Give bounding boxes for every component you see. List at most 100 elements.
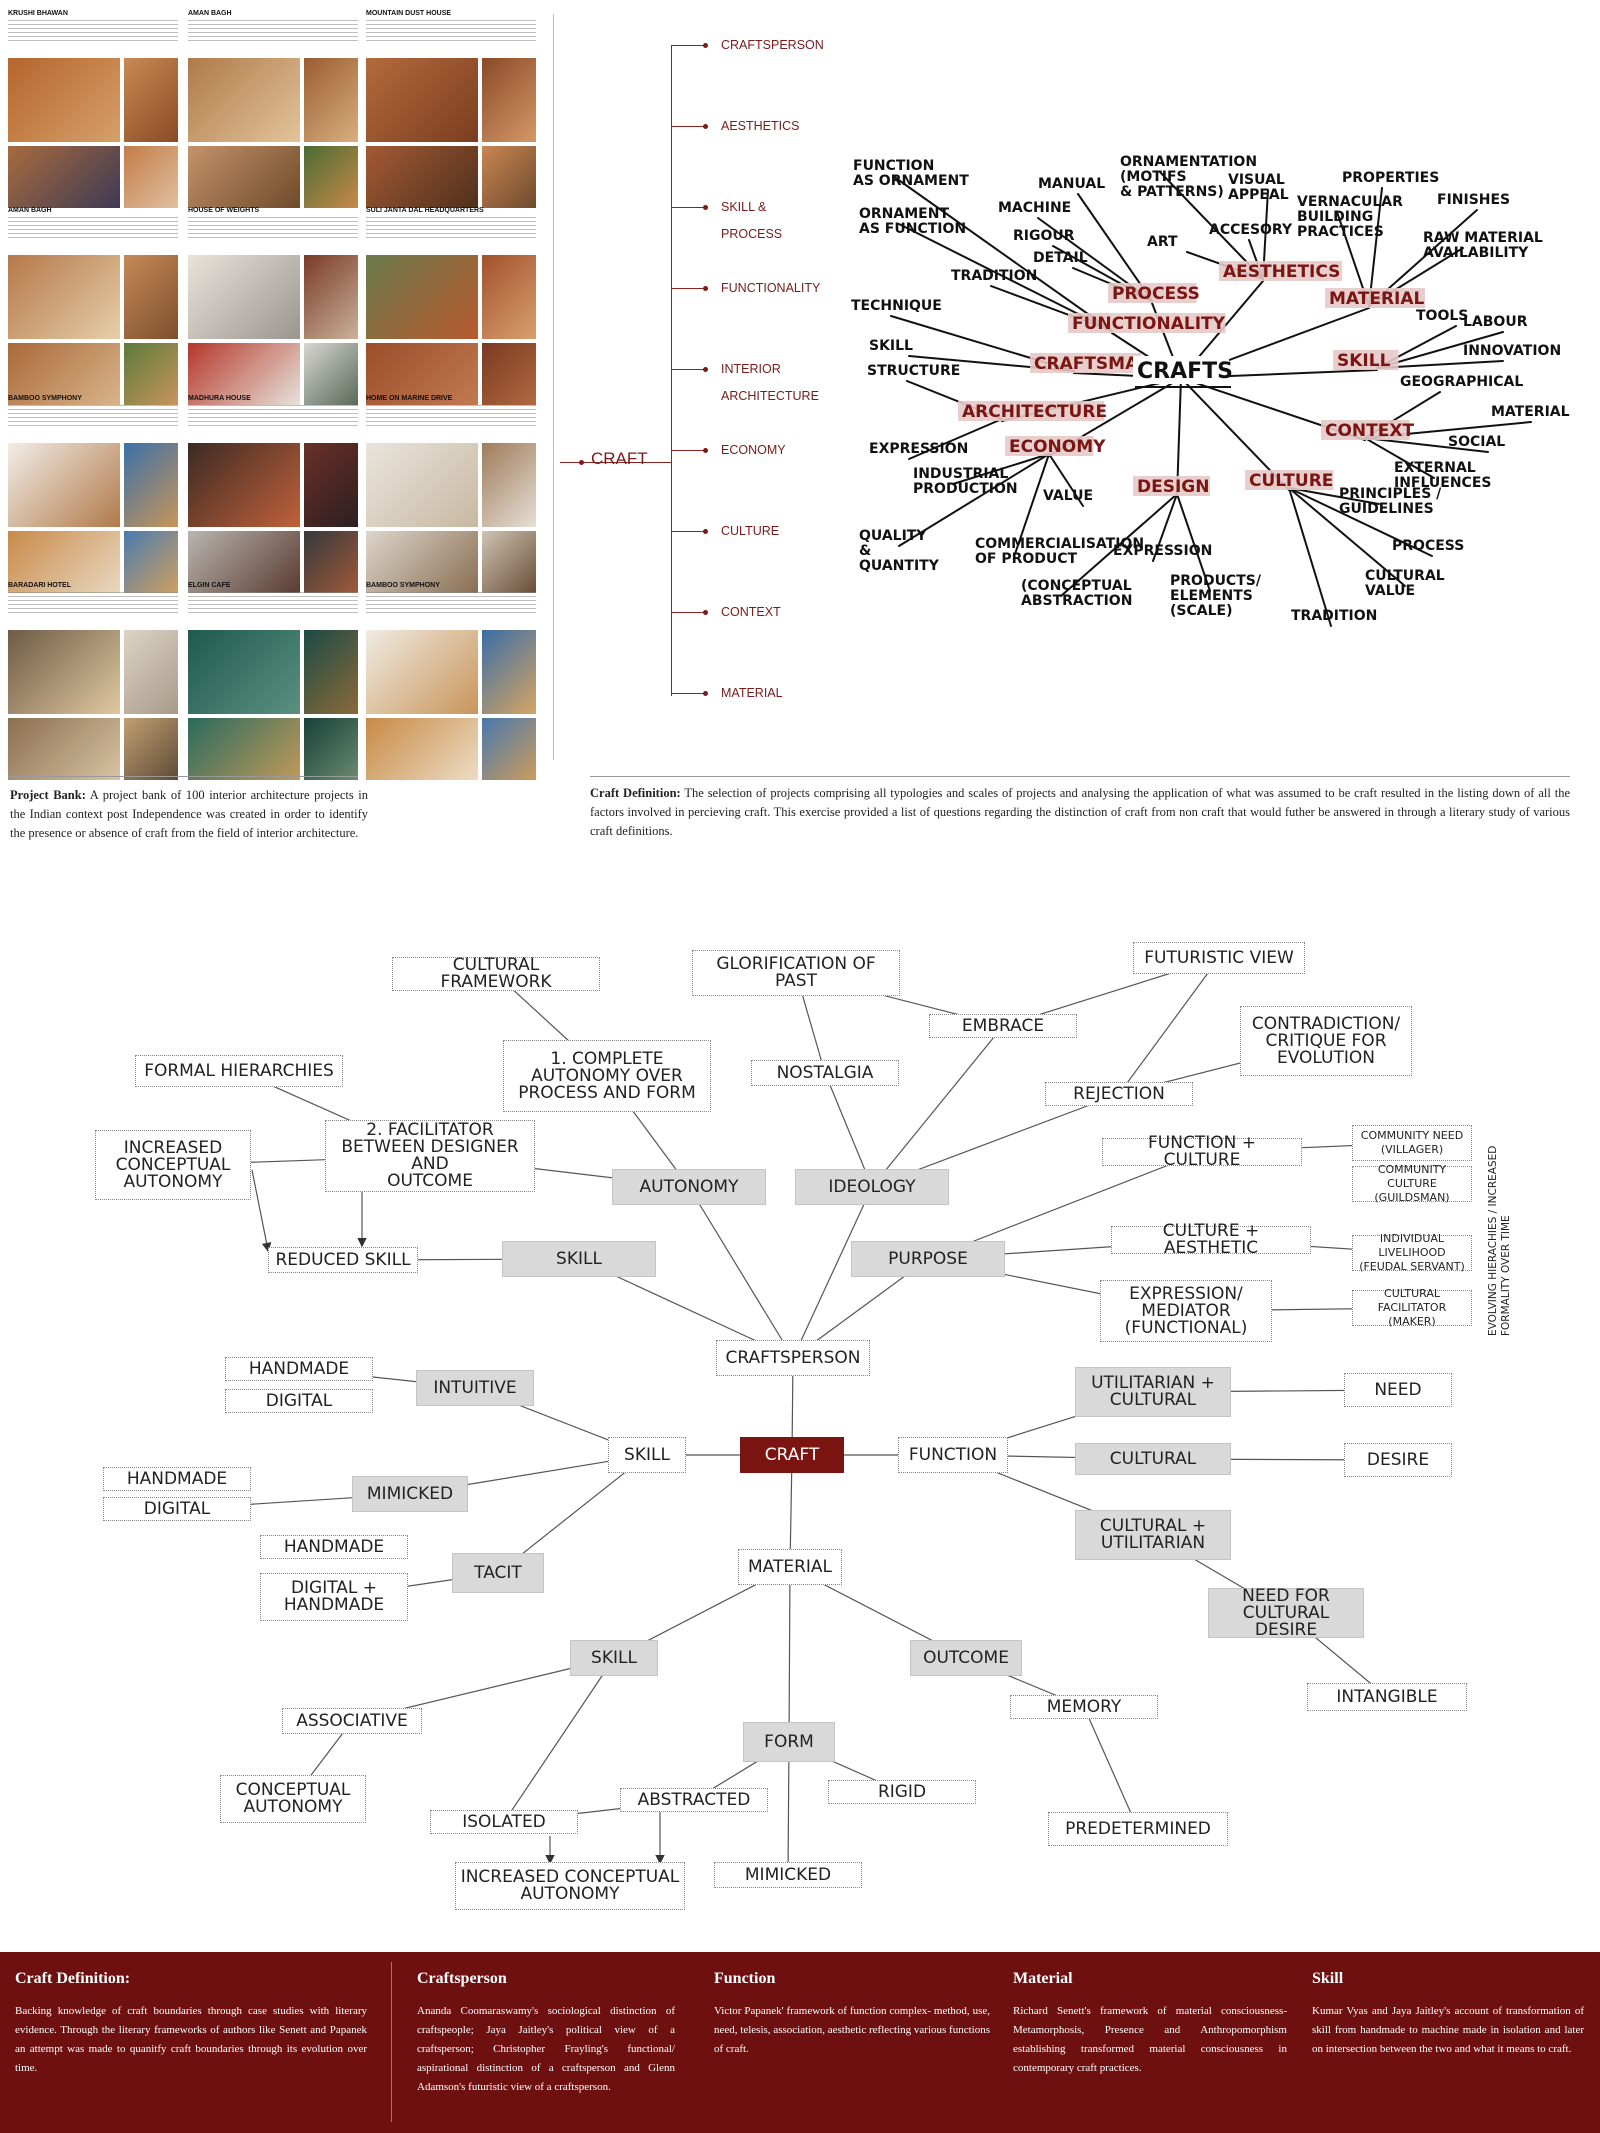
section-divider — [553, 14, 554, 760]
project-name: KRUSHI BHAWAN — [8, 10, 68, 17]
node-mimicked-form: MIMICKED — [714, 1862, 862, 1888]
node-reduced-skill: REDUCED SKILL — [268, 1247, 418, 1273]
footer-col-title: Function — [714, 1970, 776, 1987]
tree-dot — [703, 691, 708, 696]
sketch-hub: MATERIAL — [1329, 289, 1425, 309]
sketch-word: MATERIAL — [1491, 404, 1570, 420]
footer-col-craft-definition: Craft Definition: Backing knowledge of c… — [15, 1970, 367, 2078]
sketch-word: QUALITY&QUANTITY — [859, 528, 940, 574]
node-culture-aesthetic: CULTURE + AESTHETIC — [1111, 1223, 1311, 1257]
project-photo — [8, 255, 120, 339]
project-photo — [8, 146, 120, 208]
sketch-hub-highlight — [1245, 470, 1334, 490]
footer-col-title: Material — [1013, 1970, 1073, 1987]
project-photo — [482, 58, 536, 142]
project-photo — [8, 58, 120, 142]
sketch-word: GEOGRAPHICAL — [1400, 374, 1523, 390]
node-cultural: CULTURAL — [1075, 1443, 1231, 1475]
craft-definition-caption-lead: Craft Definition: — [590, 786, 681, 800]
sketch-word: STRUCTURE — [867, 363, 960, 379]
caption-rule — [8, 776, 358, 777]
node-material: MATERIAL — [738, 1549, 842, 1585]
project-photo — [366, 146, 478, 208]
sketch-word: RIGOUR — [1013, 228, 1075, 244]
project-photo — [188, 718, 300, 780]
tree-item-label: ECONOMY — [721, 443, 786, 457]
footer-col-title: Skill — [1312, 1970, 1344, 1987]
node-digital2: DIGITAL — [103, 1497, 251, 1521]
project-name: HOME ON MARINE DRIVE — [366, 395, 453, 402]
sketch-word: ORNAMENTATION(MOTIFS& PATTERNS) — [1120, 154, 1257, 200]
sketch-word: TECHNIQUE — [851, 298, 942, 314]
craft-definition-caption-text: The selection of projects comprising all… — [590, 786, 1570, 838]
project-photo — [366, 718, 478, 780]
project-photo — [482, 255, 536, 339]
sketch-word: SOCIAL — [1448, 434, 1505, 450]
project-meta-text — [8, 217, 178, 239]
node-embrace: EMBRACE — [929, 1014, 1077, 1038]
tree-root-label: CRAFT — [591, 449, 648, 468]
node-function: FUNCTION — [898, 1437, 1008, 1473]
footer-col-body: Victor Papanek' framework of function co… — [714, 2005, 990, 2055]
connector — [688, 1186, 794, 1359]
node-predetermined: PREDETERMINED — [1048, 1812, 1228, 1846]
footer-col-title: Craftsperson — [417, 1970, 507, 1987]
project-photo — [482, 146, 536, 208]
project-photo — [304, 531, 358, 593]
node-func-culture: FUNCTION + CULTURE — [1102, 1135, 1302, 1169]
tree-dot — [703, 286, 708, 291]
tree-dot — [703, 367, 708, 372]
tree-branch — [671, 369, 703, 370]
tree-item-label: CULTURE — [721, 524, 780, 538]
sketch-hub: ECONOMY — [1009, 437, 1106, 457]
tree-branch — [671, 288, 703, 289]
svg-text:EVOLVING HIERACHIES / INCREASE: EVOLVING HIERACHIES / INCREASED — [1487, 1146, 1499, 1336]
project-meta-text — [366, 592, 536, 614]
tree-branch — [671, 693, 703, 694]
project-name: BAMBOO SYMPHONY — [8, 395, 82, 402]
project-card: HOME ON MARINE DRIVE — [366, 395, 536, 593]
connector — [1083, 1706, 1139, 1830]
sketch-hub-highlight — [1333, 350, 1399, 370]
project-photo — [188, 343, 300, 405]
sketch-hub: ARCHITECTURE — [962, 402, 1107, 422]
footer-col-skill: Skill Kumar Vyas and Jaya Jaitley's acco… — [1312, 1970, 1584, 2059]
node-intuitive: INTUITIVE — [416, 1370, 534, 1406]
tree-branch — [671, 45, 703, 46]
sketch-word: EXPRESSION — [1113, 543, 1212, 559]
tree-item-label: FUNCTIONALITY — [721, 281, 821, 295]
project-photo — [124, 343, 178, 405]
project-photo — [188, 531, 300, 593]
sketch-word: TOOLS — [1416, 308, 1468, 324]
project-photo — [188, 255, 300, 339]
project-photo — [304, 255, 358, 339]
project-card: BAMBOO SYMPHONY — [8, 395, 178, 593]
project-photo — [366, 255, 478, 339]
connector — [787, 1741, 790, 1876]
project-photo — [304, 58, 358, 142]
project-photo — [304, 343, 358, 405]
project-meta-text — [366, 405, 536, 427]
project-name: MOUNTAIN DUST HOUSE — [366, 10, 452, 17]
project-photo — [482, 343, 536, 405]
tree-branch — [671, 612, 703, 613]
sketch-hub-highlight — [1068, 313, 1226, 333]
project-photo — [482, 630, 536, 714]
sketch-word: DETAIL — [1033, 250, 1088, 266]
sketch-word: TRADITION — [1291, 608, 1377, 624]
project-card: BARADARI HOTEL — [8, 582, 178, 780]
sketch-word: PRODUCTS/ELEMENTS(SCALE) — [1170, 573, 1262, 619]
node-desire: DESIRE — [1344, 1443, 1452, 1477]
node-handmade2: HANDMADE — [103, 1467, 251, 1491]
project-photo — [188, 146, 300, 208]
footer-col-body: Ananda Coomaraswamy's sociological disti… — [417, 2005, 675, 2093]
node-rigid: RIGID — [828, 1780, 976, 1804]
sketch-hub-highlight — [1219, 261, 1342, 281]
project-photo — [366, 630, 478, 714]
tree-branch — [671, 207, 703, 208]
connector — [1118, 957, 1220, 1095]
